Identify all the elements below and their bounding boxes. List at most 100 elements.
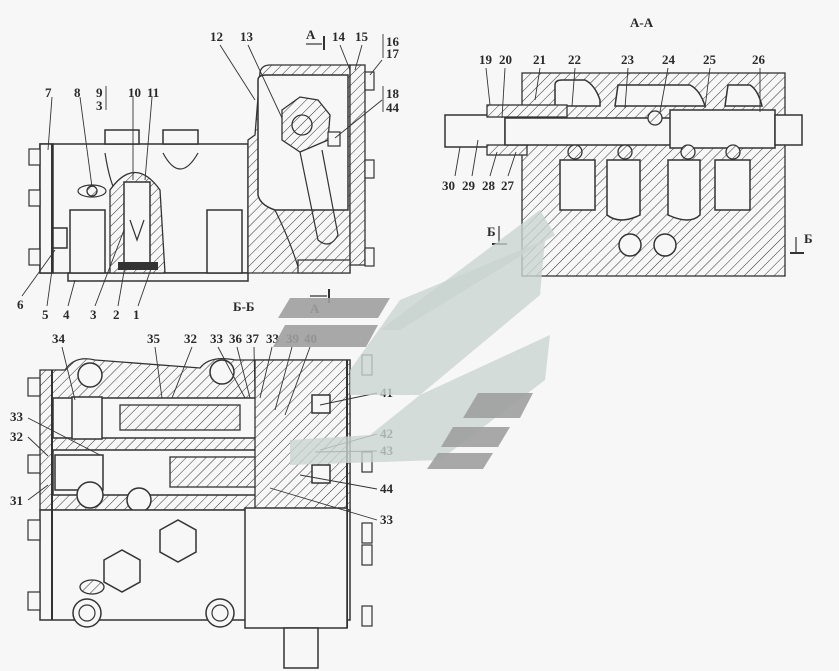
screw-8 xyxy=(86,185,98,197)
bolt-16 xyxy=(364,71,375,91)
spool-upper xyxy=(119,404,241,431)
callout-1: 1 xyxy=(133,307,140,322)
piston-34 xyxy=(71,396,103,440)
cover-15 xyxy=(349,64,366,266)
section-aa-view xyxy=(444,72,803,277)
bolt-icon xyxy=(28,248,41,266)
callout-3: 3 xyxy=(90,307,97,322)
callout-2: 2 xyxy=(113,307,120,322)
watermark-bar xyxy=(441,427,510,447)
callout-3b: 3 xyxy=(96,98,103,113)
ball-24 xyxy=(647,110,663,126)
callout-21: 21 xyxy=(533,52,546,67)
callout-7: 7 xyxy=(45,85,52,100)
base-plate-4 xyxy=(67,272,249,282)
callout-36: 36 xyxy=(229,331,243,346)
callout-37: 37 xyxy=(246,331,260,346)
bolt-icon xyxy=(27,519,41,541)
bolt-icon xyxy=(27,591,41,611)
section-marker-a-top: А xyxy=(306,27,316,42)
section-marker-b-left: Б xyxy=(487,224,496,239)
callout-32b: 32 xyxy=(10,429,23,444)
callout-17: 17 xyxy=(386,46,400,61)
bolt-icon xyxy=(364,159,375,179)
callout-22: 22 xyxy=(568,52,581,67)
bolt-icon xyxy=(27,454,41,474)
callout-10: 10 xyxy=(128,85,141,100)
section-bb-view xyxy=(27,354,373,669)
callout-19: 19 xyxy=(479,52,493,67)
callout-35: 35 xyxy=(147,331,161,346)
callout-28: 28 xyxy=(482,178,496,193)
callout-18: 18 xyxy=(386,86,400,101)
callout-33a: 33 xyxy=(210,331,224,346)
callout-32: 32 xyxy=(184,331,197,346)
spool-end-29 xyxy=(444,114,506,148)
watermark-stripe xyxy=(290,335,550,465)
front-view xyxy=(28,64,375,282)
hex-plug xyxy=(159,519,197,563)
callout-15: 15 xyxy=(355,29,369,44)
shaft xyxy=(291,114,313,136)
callout-4: 4 xyxy=(63,307,70,322)
lever-base xyxy=(297,259,351,274)
callout-6: 6 xyxy=(17,297,24,312)
bolt-icon xyxy=(361,544,373,566)
cover-box xyxy=(244,507,348,629)
callout-12: 12 xyxy=(210,29,223,44)
callout-24: 24 xyxy=(662,52,676,67)
callout-30: 30 xyxy=(442,178,455,193)
bolt-icon xyxy=(361,522,373,544)
callout-29: 29 xyxy=(462,178,476,193)
bolt-icon xyxy=(28,148,41,166)
bolt-icon xyxy=(364,247,375,267)
callout-9: 9 xyxy=(96,85,103,100)
watermark-bar xyxy=(273,325,378,347)
callout-27: 27 xyxy=(501,178,515,193)
callout-44a: 44 xyxy=(386,100,400,115)
watermark-bar xyxy=(463,393,533,418)
callout-16: 16 xyxy=(386,34,400,49)
cover-block xyxy=(254,359,351,511)
sleeve-19 xyxy=(486,104,568,118)
bolt-icon xyxy=(27,377,41,397)
callout-13: 13 xyxy=(240,29,254,44)
section-bb-title: Б-Б xyxy=(233,299,255,314)
callout-25: 25 xyxy=(703,52,717,67)
shaft-end xyxy=(283,627,319,669)
callout-5: 5 xyxy=(42,307,49,322)
section-aa-labels: А-А 19 20 21 22 23 24 25 26 30 29 28 27 … xyxy=(442,15,813,254)
callout-23: 23 xyxy=(621,52,635,67)
cavity xyxy=(69,209,106,274)
bolt-icon xyxy=(361,605,373,627)
cavity xyxy=(206,209,243,274)
callout-31: 31 xyxy=(10,493,23,508)
callout-44: 44 xyxy=(380,481,394,496)
callout-8: 8 xyxy=(74,85,81,100)
callout-11: 11 xyxy=(147,85,159,100)
callout-33c: 33 xyxy=(10,409,24,424)
spool-26 xyxy=(669,109,776,149)
plug xyxy=(162,129,199,145)
callout-34: 34 xyxy=(52,331,66,346)
section-marker-b-right: Б xyxy=(804,231,813,246)
plug-9 xyxy=(104,129,140,145)
sleeve-28 xyxy=(486,144,528,156)
watermark-logo xyxy=(273,210,555,469)
seal-2 xyxy=(118,262,158,270)
callout-20: 20 xyxy=(499,52,512,67)
spool-end xyxy=(774,114,803,146)
bolt-icon xyxy=(28,189,41,207)
watermark-stripe xyxy=(350,240,545,395)
section-aa-title: А-А xyxy=(630,15,654,30)
callout-33d: 33 xyxy=(380,512,394,527)
plug-6 xyxy=(52,227,68,249)
valve-stem-10 xyxy=(123,181,151,268)
watermark-bar xyxy=(278,298,390,318)
bolt-18 xyxy=(327,131,341,147)
callout-14: 14 xyxy=(332,29,346,44)
front-view-labels: 7 8 9 3 10 11 12 13 14 15 16 17 18 44 6 … xyxy=(17,27,400,322)
hex-plug xyxy=(103,549,141,593)
